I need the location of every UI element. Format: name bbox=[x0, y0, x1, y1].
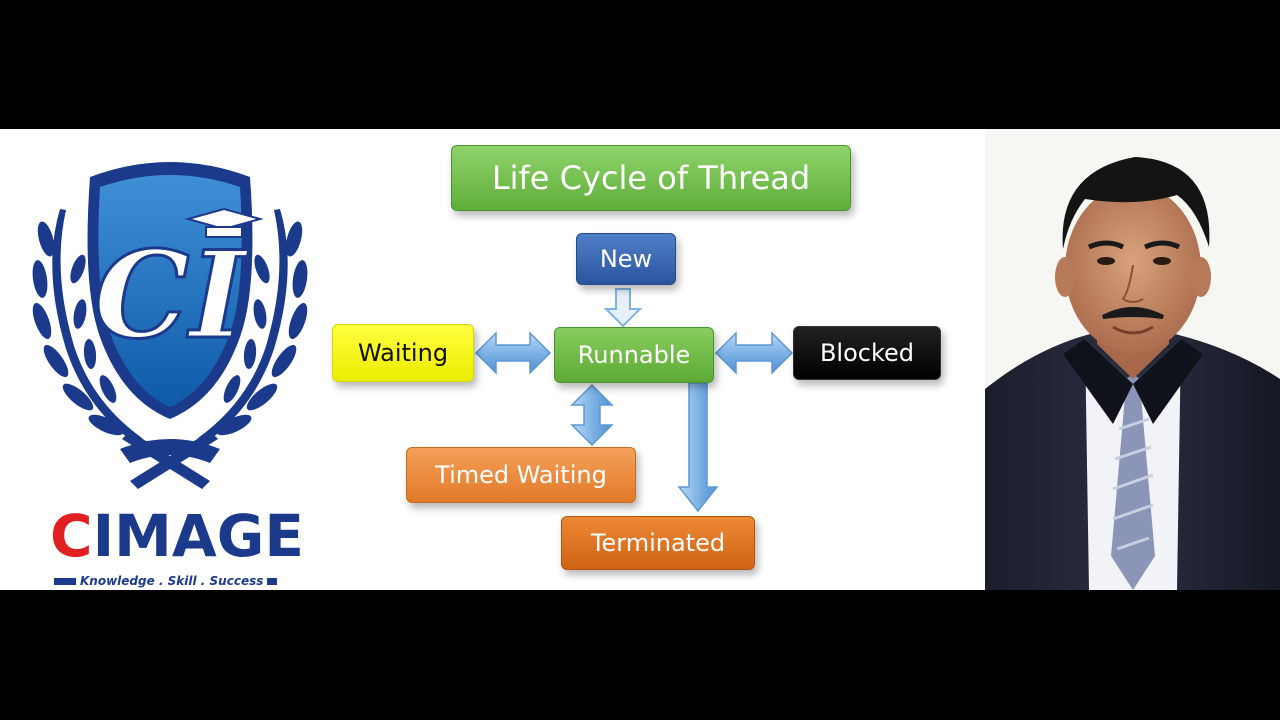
brand-prefix: C bbox=[50, 502, 93, 570]
brand-tagline: Knowledge . Skill . Success bbox=[50, 574, 300, 588]
letterbox-top bbox=[0, 0, 1280, 129]
brand-rest: IMAGE bbox=[92, 502, 304, 570]
presenter-photo bbox=[985, 129, 1280, 590]
arrow-runnable-timed bbox=[570, 383, 614, 447]
svg-text:CI: CI bbox=[94, 225, 250, 366]
arrow-waiting-runnable bbox=[474, 331, 552, 375]
diagram-arrows bbox=[474, 288, 794, 513]
letterbox-bottom bbox=[0, 590, 1280, 720]
state-timed-waiting: Timed Waiting bbox=[406, 447, 636, 503]
thread-lifecycle-diagram: Life Cycle of Thread New Runnable Waitin… bbox=[320, 129, 980, 590]
state-blocked: Blocked bbox=[793, 326, 941, 380]
tagline-text: Knowledge . Skill . Success bbox=[80, 574, 264, 588]
presenter-portrait-icon bbox=[985, 129, 1280, 590]
state-runnable: Runnable bbox=[554, 327, 714, 383]
state-new: New bbox=[576, 233, 676, 285]
tagline-bar-left bbox=[54, 578, 76, 585]
diagram-title: Life Cycle of Thread bbox=[451, 145, 851, 211]
state-terminated: Terminated bbox=[561, 516, 755, 570]
arrow-runnable-blocked bbox=[714, 331, 794, 375]
slide: CI CIMAGE Knowledge . Skill . Success bbox=[0, 129, 1280, 590]
brand-name: CIMAGE bbox=[50, 507, 304, 565]
arrow-new-runnable bbox=[603, 288, 643, 328]
cimage-logo: CI CIMAGE Knowledge . Skill . Success bbox=[20, 129, 320, 590]
crest-emblem-icon: CI bbox=[32, 162, 308, 489]
arrow-runnable-terminated bbox=[677, 382, 719, 513]
state-waiting: Waiting bbox=[332, 324, 474, 382]
tagline-bar-right bbox=[267, 578, 278, 585]
